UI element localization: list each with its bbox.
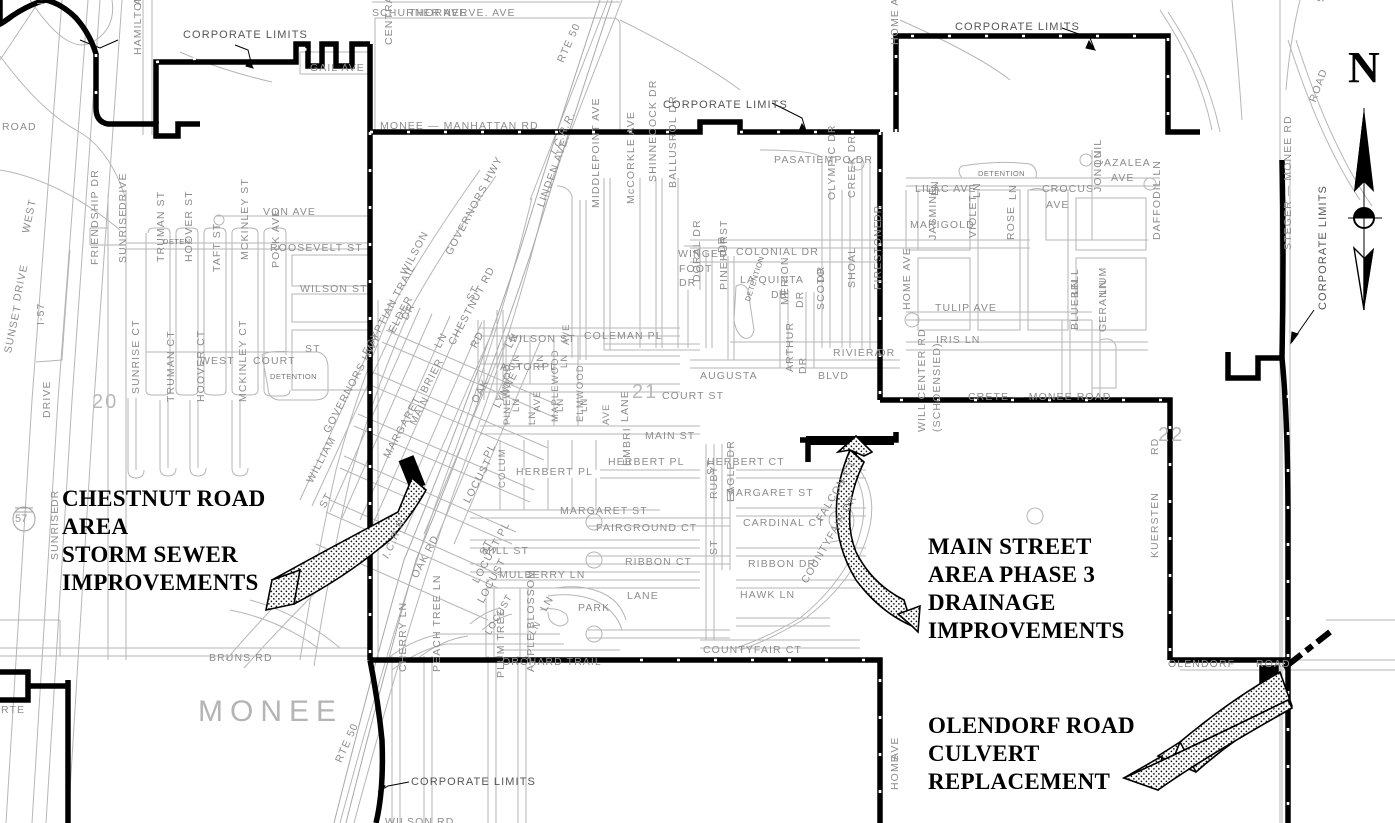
- project-callout-olendorf: OLENDORF ROAD CULVERT REPLACEMENT: [928, 713, 1135, 795]
- interstate-shield-number: 57: [15, 513, 28, 525]
- callout-arrow-chestnut: [264, 476, 428, 612]
- corporate-limits-boundary: [0, 0, 1291, 823]
- corporate-limits-dash-accent: [94, 34, 1290, 823]
- annotation-leader-lines: [79, 27, 1315, 795]
- olendorf-leader-line: [1282, 629, 1332, 671]
- callout-arrow-main-street: [835, 434, 921, 634]
- project-callout-chestnut: CHESTNUT ROAD AREA STORM SEWER IMPROVEME…: [62, 486, 266, 596]
- north-arrow: [1348, 108, 1382, 311]
- chestnut-project-segment: [398, 455, 426, 491]
- north-label: N: [1348, 43, 1380, 92]
- project-callout-main-street: MAIN STREET AREA PHASE 3 DRAINAGE IMPROV…: [928, 534, 1125, 644]
- callout-arrow-olendorf: [1121, 670, 1294, 792]
